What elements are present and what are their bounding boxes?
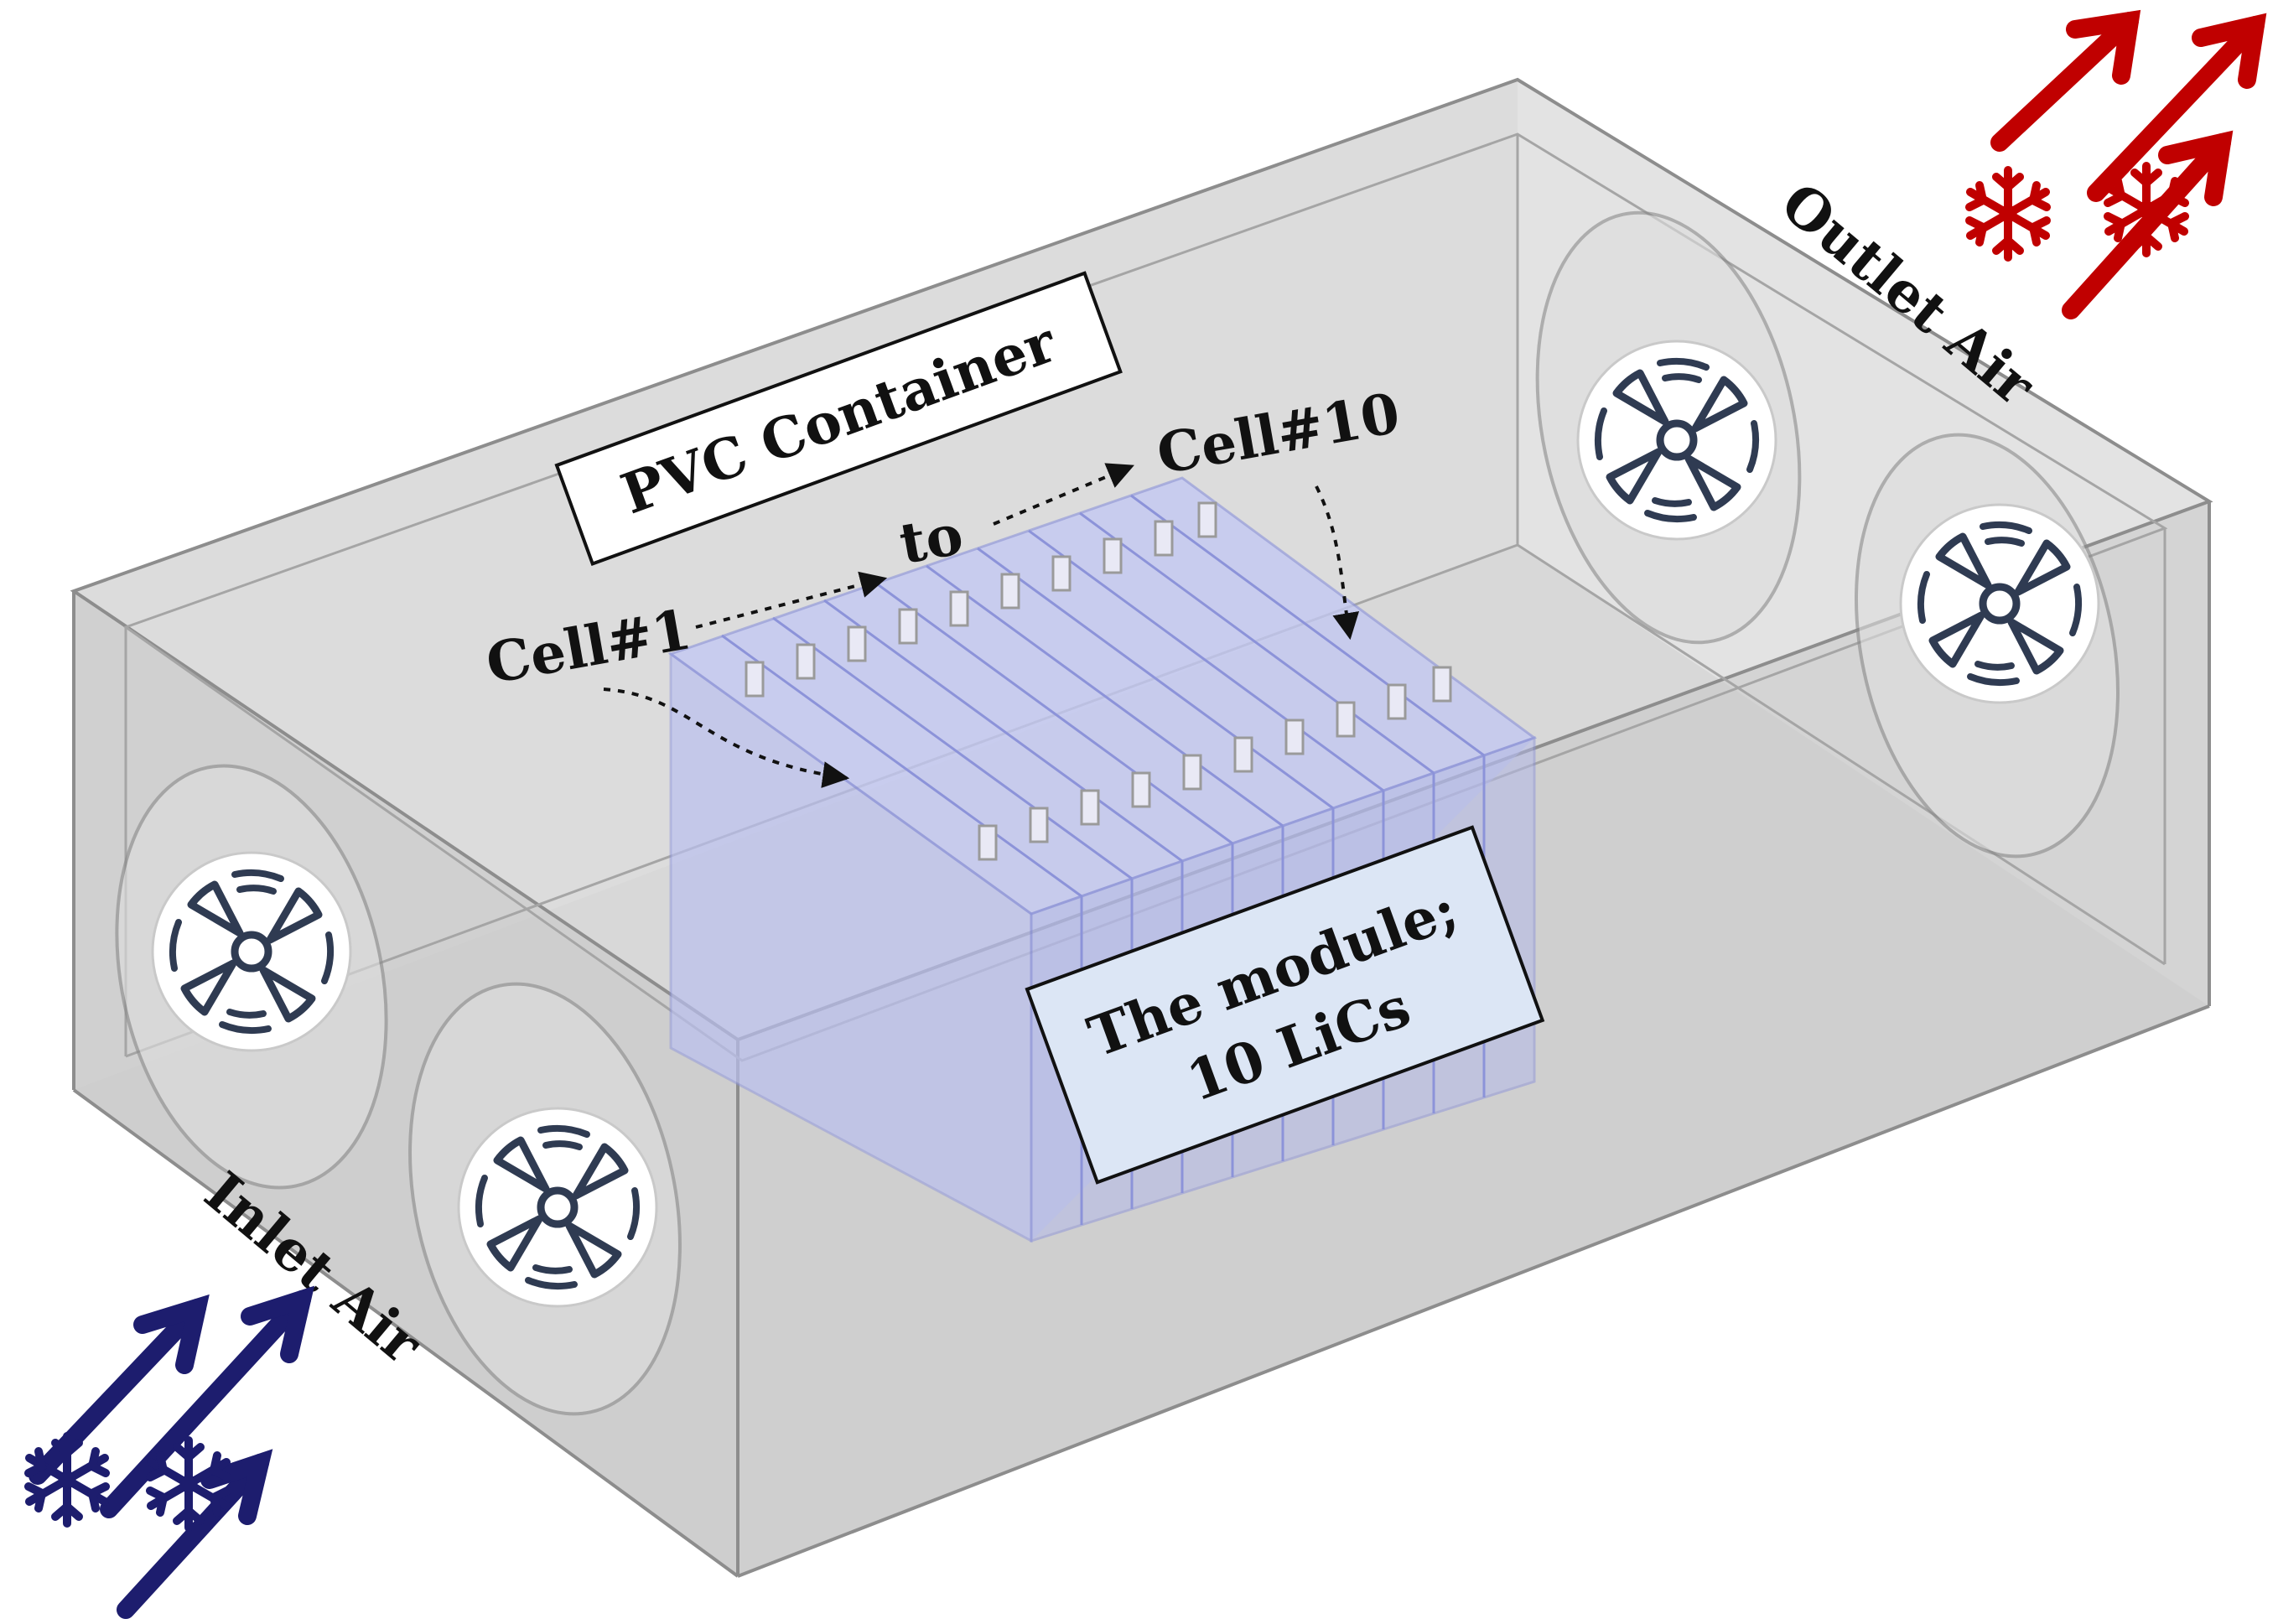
snowflake-icon [1969,170,2047,257]
outlet-airflow [1969,9,2267,319]
inlet-fan-1 [115,764,388,1190]
arrow-icon [1990,9,2267,319]
fan-icon [1578,341,1776,539]
cell-terminals [745,501,1452,861]
fan-icon [153,853,350,1051]
fan-icon [1901,505,2099,703]
inlet-airflow [29,1285,315,1619]
fan-icon [459,1108,656,1306]
cell-pointer-arrows [603,463,1360,788]
outlet-fan-2 [1854,433,2120,859]
outlet-fan-1 [1535,210,1802,645]
inlet-fan-2 [408,982,682,1416]
arrow-icon [29,1285,315,1619]
cell-to-label: to [895,501,968,577]
